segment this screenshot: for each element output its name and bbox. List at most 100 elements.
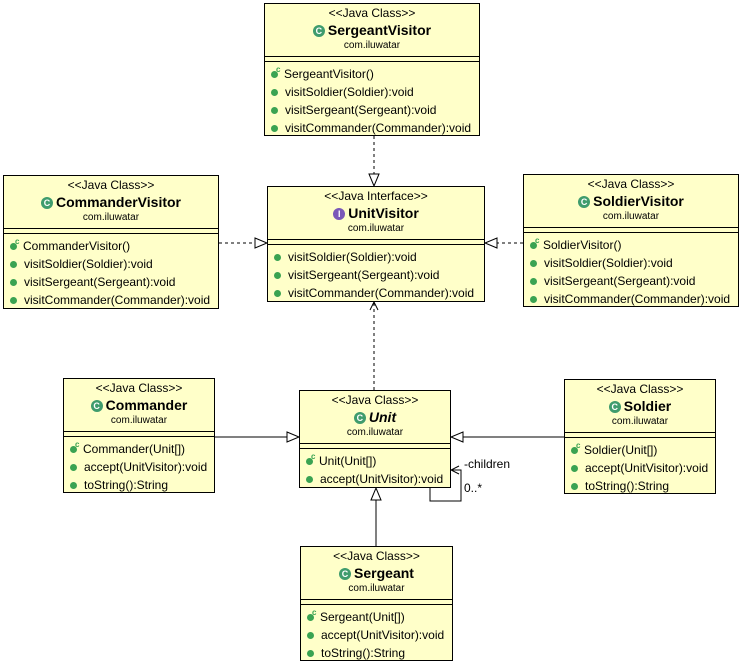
methods-compartment: Unit(Unit[]) accept(UnitVisitor):void: [300, 448, 450, 491]
methods-compartment: Soldier(Unit[]) accept(UnitVisitor):void…: [565, 437, 715, 498]
interface-icon: I: [333, 207, 346, 220]
member-label: CommanderVisitor(): [23, 239, 131, 253]
class-name: CommanderVisitor: [56, 194, 181, 210]
member-label: visitCommander(Commander):void: [24, 293, 211, 307]
class-name: Soldier: [623, 398, 672, 414]
class-name: SoldierVisitor: [593, 193, 684, 209]
stereotype: <<Java Class>>: [95, 381, 183, 395]
member-label: visitSoldier(Soldier):void: [285, 85, 414, 99]
method[interactable]: visitSoldier(Soldier):void: [530, 254, 738, 272]
public-method-icon: [70, 463, 77, 471]
member-label: Sergeant(Unit[]): [320, 610, 405, 624]
package-name: com.iluwatar: [110, 415, 168, 426]
constructor[interactable]: CommanderVisitor(): [10, 237, 218, 255]
member-label: toString():String: [84, 478, 169, 492]
public-method-icon: [271, 106, 278, 114]
method[interactable]: toString():String: [70, 476, 214, 494]
member-label: SergeantVisitor(): [284, 67, 374, 81]
member-label: Commander(Unit[]): [83, 442, 186, 456]
public-method-icon: [571, 464, 578, 472]
constructor[interactable]: Soldier(Unit[]): [571, 441, 715, 459]
public-method-icon: [10, 260, 17, 268]
class-icon: C: [41, 196, 53, 209]
class-name: Unit: [368, 409, 397, 425]
class-name: Sergeant: [354, 565, 414, 581]
class-name: UnitVisitor: [348, 205, 419, 221]
public-method-icon: [271, 88, 278, 96]
member-label: toString():String: [585, 479, 670, 493]
constructor[interactable]: Commander(Unit[]): [70, 440, 214, 458]
constructor[interactable]: SoldierVisitor(): [530, 236, 738, 254]
member-label: accept(UnitVisitor):void: [320, 472, 444, 486]
public-method-icon: [70, 481, 77, 489]
method[interactable]: visitSoldier(Soldier):void: [10, 255, 218, 273]
class-icon: C: [339, 567, 352, 580]
constructor-icon: [530, 236, 539, 249]
stereotype: <<Java Interface>>: [324, 189, 428, 203]
member-label: accept(UnitVisitor):void: [321, 628, 445, 642]
method[interactable]: visitCommander(Commander):void: [10, 291, 218, 309]
method[interactable]: visitCommander(Commander):void: [530, 290, 738, 308]
class-name: SergeantVisitor: [327, 22, 432, 38]
method[interactable]: visitCommander(Commander):void: [274, 284, 484, 302]
public-method-icon: [274, 271, 281, 279]
stereotype: <<Java Class>>: [596, 382, 684, 396]
public-method-icon: [271, 124, 278, 132]
constructor[interactable]: Sergeant(Unit[]): [307, 608, 452, 626]
package-name: com.iluwatar: [346, 427, 404, 438]
constructor[interactable]: Unit(Unit[]): [306, 452, 450, 470]
method[interactable]: visitCommander(Commander):void: [271, 119, 479, 137]
fields-compartment: [524, 227, 738, 232]
public-method-icon: [307, 649, 314, 657]
method[interactable]: accept(UnitVisitor):void: [307, 626, 452, 644]
member-label: visitCommander(Commander):void: [288, 286, 475, 300]
method[interactable]: visitSergeant(Sergeant):void: [271, 101, 479, 119]
methods-compartment: CommanderVisitor() visitSoldier(Soldier)…: [4, 233, 218, 312]
fields-compartment: [268, 239, 484, 244]
class-name: Commander: [105, 397, 188, 413]
method[interactable]: accept(UnitVisitor):void: [306, 470, 450, 488]
member-label: visitCommander(Commander):void: [285, 121, 472, 135]
methods-compartment: SoldierVisitor() visitSoldier(Soldier):v…: [524, 232, 738, 311]
public-method-icon: [10, 278, 17, 286]
fields-compartment: [300, 443, 450, 448]
method[interactable]: visitSoldier(Soldier):void: [271, 83, 479, 101]
constructor-icon: [271, 65, 280, 78]
public-method-icon: [306, 475, 313, 483]
association-multiplicity-label: 0..*: [464, 481, 483, 495]
method[interactable]: accept(UnitVisitor):void: [70, 458, 214, 476]
method[interactable]: visitSergeant(Sergeant):void: [530, 272, 738, 290]
stereotype: <<Java Class>>: [67, 178, 155, 192]
method[interactable]: visitSoldier(Soldier):void: [274, 248, 484, 266]
method[interactable]: visitSergeant(Sergeant):void: [274, 266, 484, 284]
method[interactable]: accept(UnitVisitor):void: [571, 459, 715, 477]
association-role-label: -children: [464, 457, 511, 471]
method[interactable]: visitSergeant(Sergeant):void: [10, 273, 218, 291]
member-label: visitSoldier(Soldier):void: [288, 250, 417, 264]
member-label: visitSergeant(Sergeant):void: [285, 103, 437, 117]
constructor[interactable]: SergeantVisitor(): [271, 65, 479, 83]
method[interactable]: toString():String: [571, 477, 715, 495]
fields-compartment: [565, 432, 715, 437]
package-name: com.iluwatar: [611, 416, 669, 427]
package-name: com.iluwatar: [347, 223, 405, 234]
fields-compartment: [265, 56, 479, 61]
method[interactable]: toString():String: [307, 644, 452, 662]
member-label: SoldierVisitor(): [543, 238, 622, 252]
public-method-icon: [530, 295, 537, 303]
